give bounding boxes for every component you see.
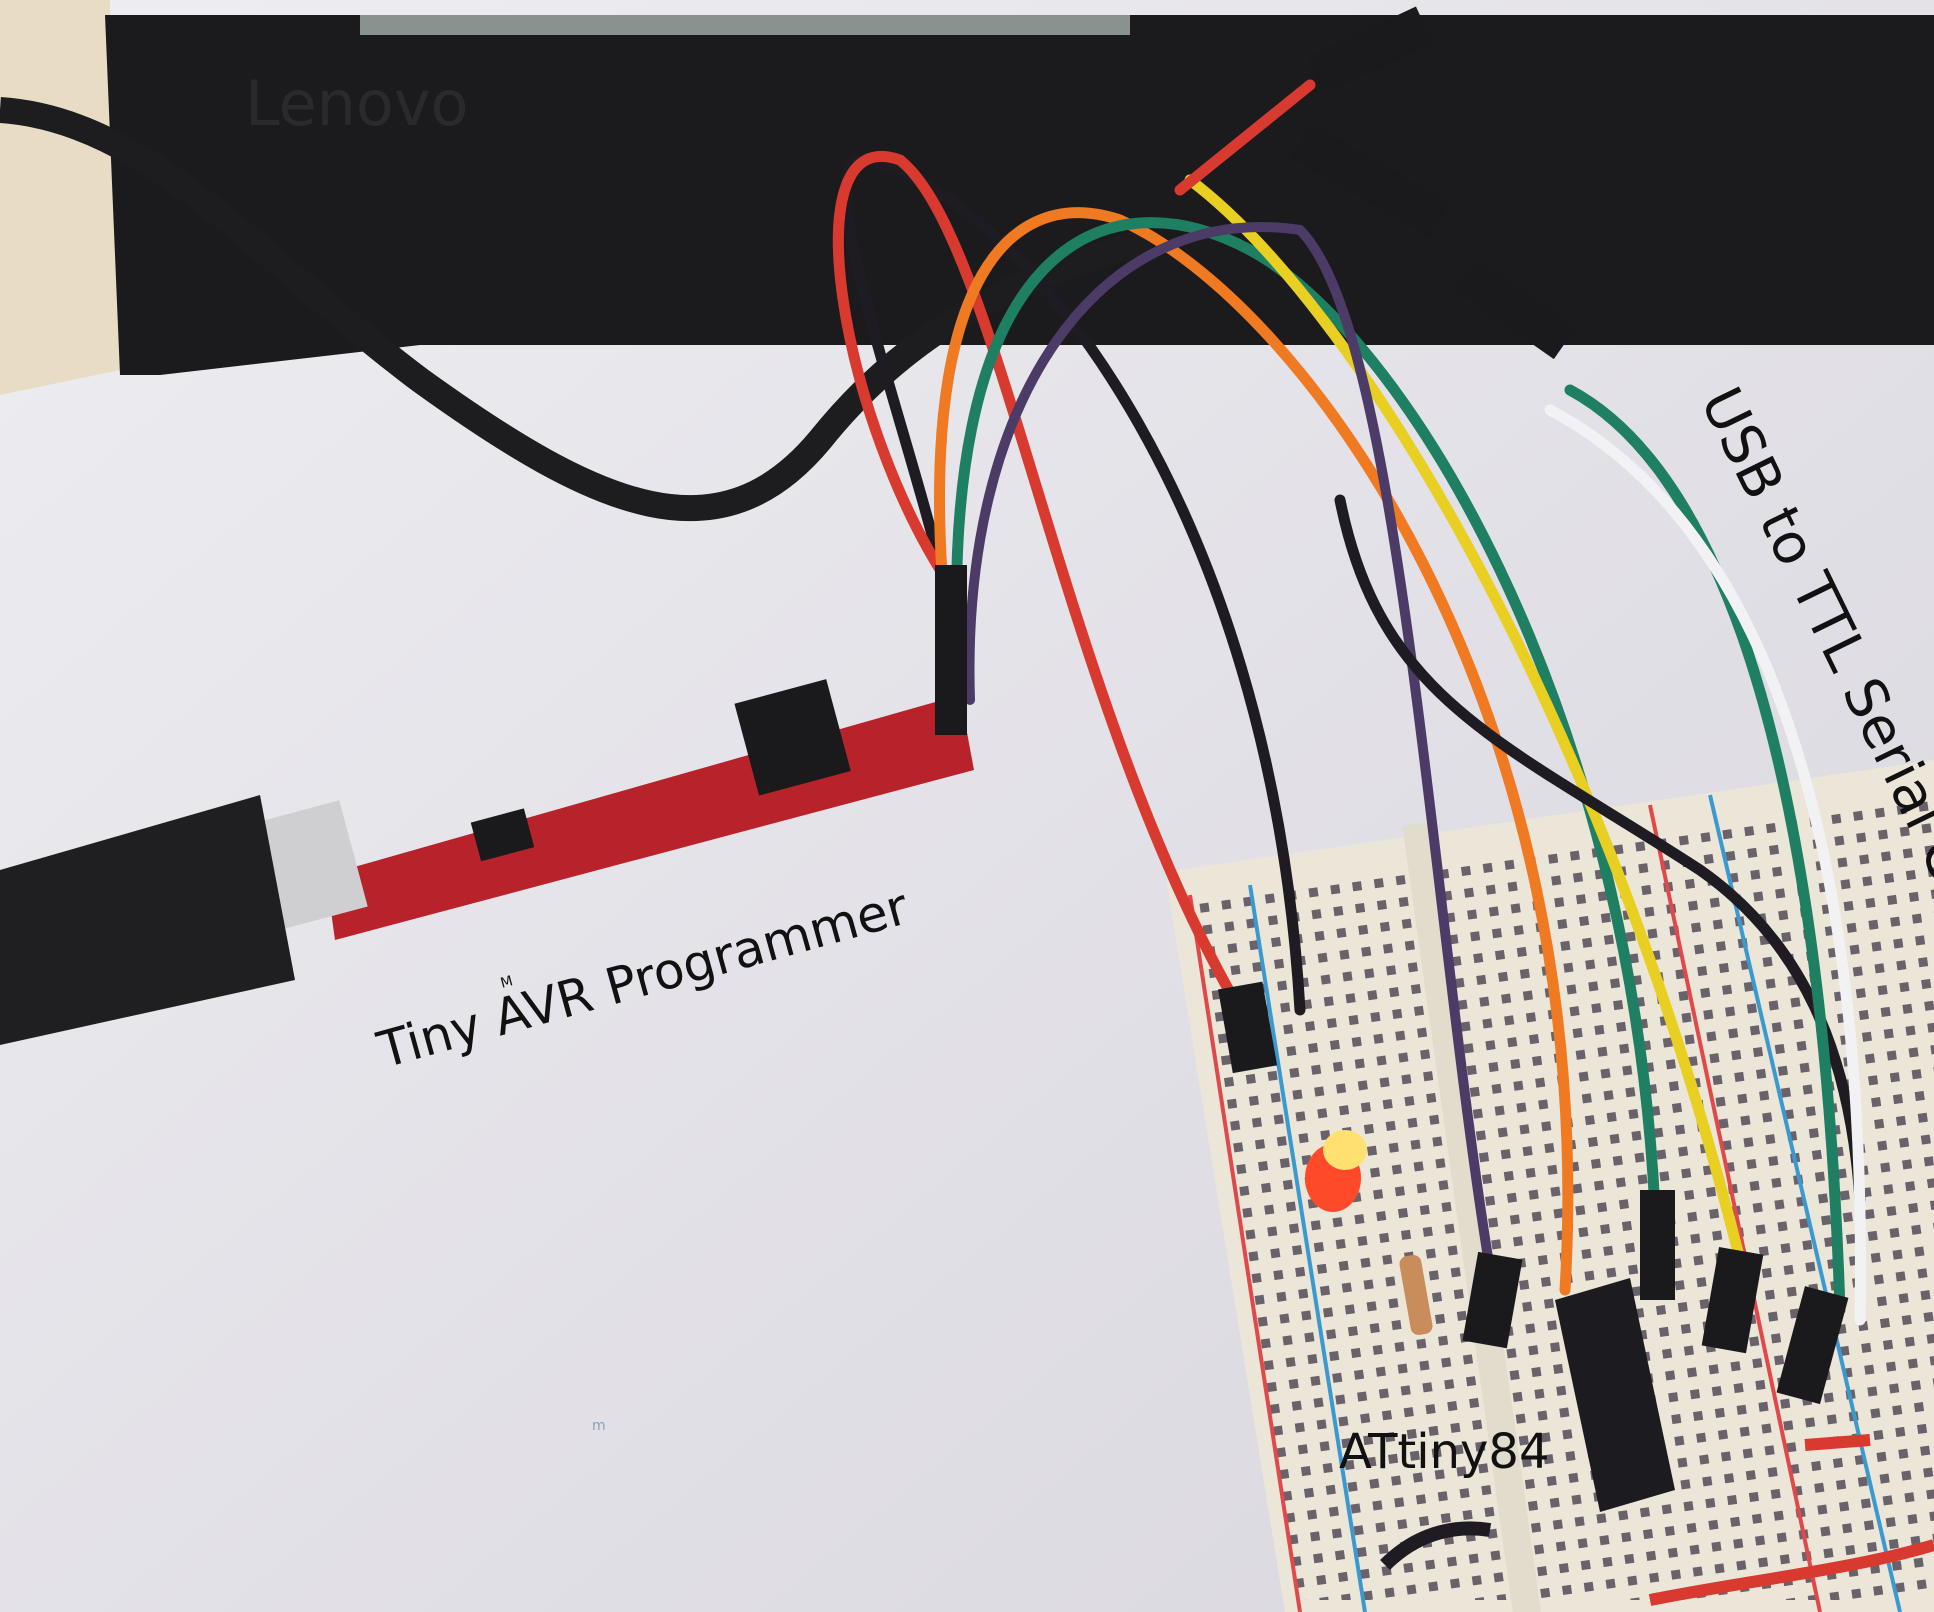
usb-cable xyxy=(0,97,1154,522)
resistor xyxy=(1399,1254,1433,1336)
breadboard-channel xyxy=(1402,821,1542,1612)
jumper-wires xyxy=(832,79,1866,1326)
usb-b-connector xyxy=(252,800,368,930)
usb-plug xyxy=(0,795,295,1045)
breadboard-holes xyxy=(1190,800,1934,1600)
wire-yellow xyxy=(1184,174,1746,1266)
chip-label: ATtiny84 xyxy=(1339,1424,1550,1480)
wire-black-2 xyxy=(1334,494,1866,1206)
wire-orange xyxy=(934,207,1574,1296)
breadboard-blue-rail xyxy=(1248,884,1367,1612)
jumper-housings xyxy=(935,6,1849,1405)
wire-white xyxy=(1544,404,1866,1326)
jumper-red xyxy=(1648,1434,1934,1606)
wire-purple xyxy=(964,222,1495,1275)
led-glow xyxy=(1323,1130,1367,1170)
stray-mark: m xyxy=(592,1418,606,1434)
zif-socket xyxy=(734,679,851,796)
programmer-trademark: M xyxy=(499,973,515,992)
breadboard-blue-rail-right xyxy=(1708,794,1902,1612)
wire-green-2 xyxy=(1564,384,1846,1316)
attiny84-chip xyxy=(1555,1278,1675,1512)
breadboard-red-rail-right xyxy=(1648,804,1822,1612)
programmer-chip xyxy=(470,808,535,862)
breadboard-red-rail xyxy=(1188,894,1302,1612)
wire-red-1 xyxy=(832,151,1246,1016)
jumper-black xyxy=(1380,1521,1492,1571)
wire-red-top xyxy=(1174,79,1316,196)
monitor-screen-edge xyxy=(360,15,1130,35)
monitor-brand-logo: Lenovo xyxy=(245,67,468,140)
desk-surface xyxy=(0,0,120,395)
